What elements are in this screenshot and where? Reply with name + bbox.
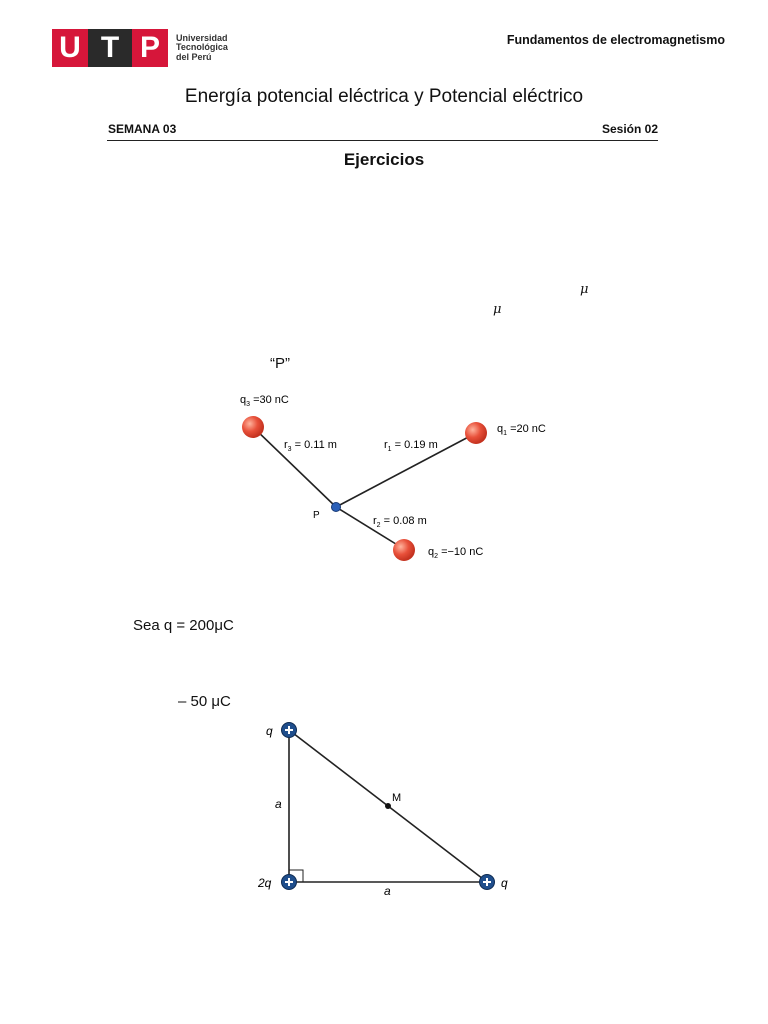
right-angle-mark — [289, 869, 304, 882]
charge-top-q — [281, 722, 297, 738]
p-label: P — [313, 510, 320, 521]
logo-line-3: del Perú — [176, 51, 212, 62]
logo-letter-p: P — [132, 29, 168, 67]
side-a-label: a — [275, 797, 282, 811]
session-label: Sesión 02 — [601, 122, 658, 136]
charge-right-q — [479, 874, 495, 890]
logo-letter-u: U — [52, 29, 88, 67]
q1-label: q1 =20 nC — [497, 423, 546, 437]
mu-symbol: μ — [493, 302, 502, 317]
course-name: Fundamentos de electromagnetismo — [506, 33, 725, 47]
week-label: SEMANA 03 — [108, 122, 177, 136]
logo-letter-t: T — [88, 29, 132, 67]
mu-symbol: μ — [580, 282, 589, 297]
midpoint-label: M — [392, 792, 401, 804]
plus-icon — [285, 878, 293, 886]
charge-value-text: – 50 μC — [178, 693, 231, 710]
top-charge-label: q — [266, 724, 273, 738]
logo-line-2: Tecnológica — [176, 42, 228, 53]
charge-corner-2q — [281, 874, 297, 890]
r1-line — [335, 432, 477, 508]
charge-q1 — [465, 422, 487, 444]
r2-line — [335, 506, 405, 550]
q2-label: q2 =−10 nC — [428, 546, 483, 560]
q3-label: q3 =30 nC — [240, 394, 289, 408]
plus-icon — [483, 878, 491, 886]
header-divider — [107, 140, 658, 141]
r3-label: r3 = 0.11 m — [284, 439, 337, 453]
r2-label: r2 = 0.08 m — [373, 515, 427, 529]
given-charge-text: Sea q = 200μC — [133, 617, 234, 634]
logo-university-name: Universidad Tecnológica del Perú — [176, 32, 228, 63]
section-title: Ejercicios — [343, 150, 425, 169]
r1-label: r1 = 0.19 m — [384, 439, 438, 453]
r3-line — [252, 426, 337, 508]
base-a-label: a — [384, 884, 391, 898]
point-p-label: “P” — [270, 355, 290, 372]
midpoint-m — [385, 803, 391, 809]
utp-logo: U T P Universidad Tecnológica del Perú — [52, 29, 228, 67]
logo-line-1: Universidad — [176, 32, 228, 43]
charge-q2 — [393, 539, 415, 561]
corner-charge-label: 2q — [257, 876, 272, 890]
document-title: Energía potencial eléctrica y Potencial … — [184, 86, 584, 107]
point-p — [331, 502, 341, 512]
plus-icon — [285, 726, 293, 734]
logo-letters: U T P — [52, 29, 168, 67]
charge-q3 — [242, 416, 264, 438]
right-charge-label: q — [501, 876, 508, 890]
